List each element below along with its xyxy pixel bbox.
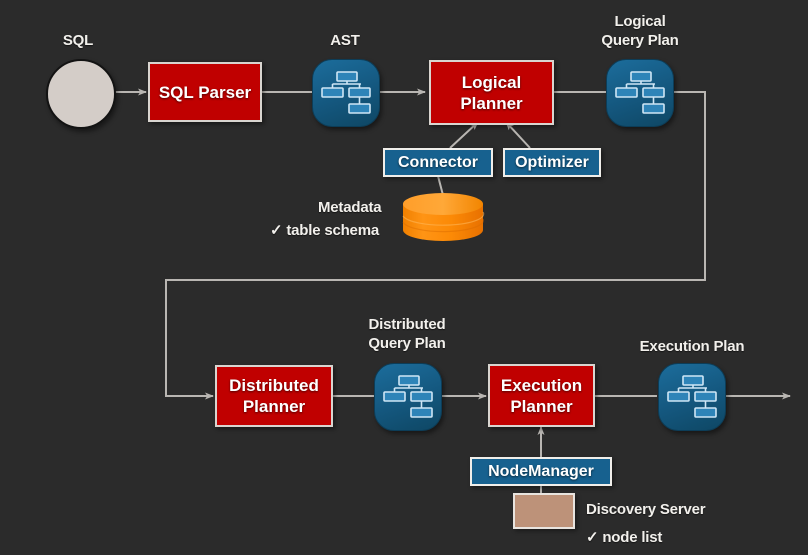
optimizer-node[interactable]: Optimizer (503, 148, 601, 177)
wire-optimizer-to-logical (505, 121, 531, 149)
node-manager-node[interactable]: NodeManager (470, 457, 612, 486)
ast-label: AST (330, 32, 360, 49)
execution-planner-node[interactable]: Execution Planner (488, 364, 595, 427)
execution-plan-label: Execution Plan (639, 338, 745, 355)
metadata-label: Metadata (318, 199, 382, 216)
metadata-bullet-label: ✓ table schema (270, 222, 379, 239)
distributed-query-plan-label: Distributed Query Plan (368, 316, 446, 352)
sql-source-circle-icon (46, 59, 116, 129)
metadata-database-cylinder-icon (400, 192, 486, 249)
discovery-bullet-label: ✓ node list (586, 529, 663, 546)
distributed-query-plan-tree-icon (374, 363, 442, 431)
distributed-planner-node[interactable]: Distributed Planner (215, 365, 333, 427)
logical-query-plan-tree-icon (606, 59, 674, 127)
discovery-server-label: Discovery Server (586, 501, 706, 518)
ast-plan-tree-icon (312, 59, 380, 127)
wire-connector-to-logical (449, 121, 479, 149)
logical-query-plan-label: Logical Query Plan (601, 13, 679, 49)
discovery-server-box-icon (513, 493, 575, 529)
sql-label: SQL (62, 32, 94, 49)
sql-parser-node[interactable]: SQL Parser (148, 62, 262, 122)
logical-planner-node[interactable]: Logical Planner (429, 60, 554, 125)
execution-plan-tree-icon (658, 363, 726, 431)
connector-node[interactable]: Connector (383, 148, 493, 177)
